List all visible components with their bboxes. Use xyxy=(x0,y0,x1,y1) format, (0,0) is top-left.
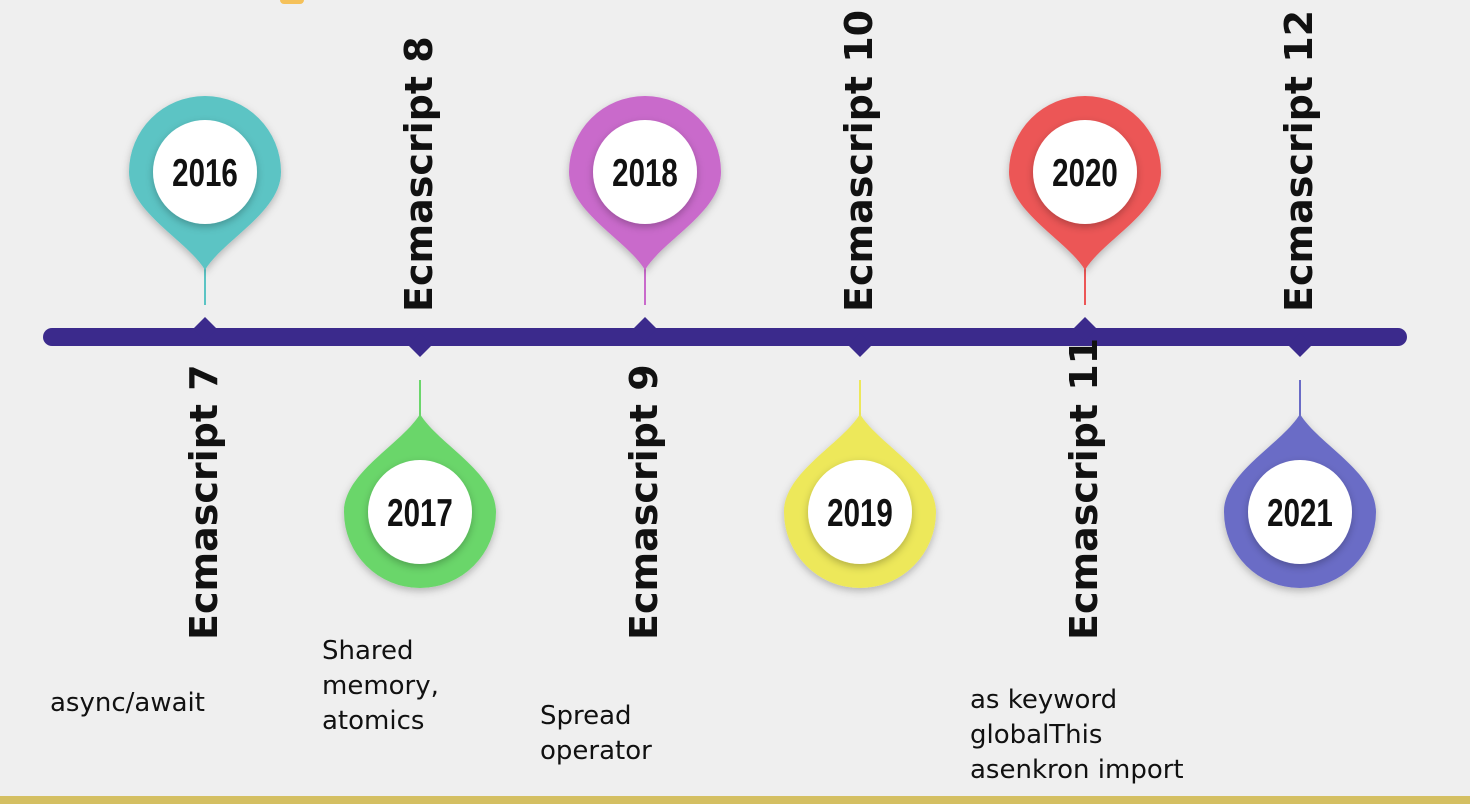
pin-inner-circle xyxy=(593,120,697,224)
milestone-description: Shared memory, atomics xyxy=(322,636,439,736)
timeline-marker xyxy=(848,333,872,357)
version-label: Ecmascript 7 xyxy=(182,364,226,640)
timeline-marker xyxy=(1288,333,1312,357)
year-label: 2021 xyxy=(1267,492,1333,535)
timeline-marker xyxy=(1073,317,1097,341)
pin-inner-circle xyxy=(808,460,912,564)
milestone-description: as keyword globalThis asenkron import xyxy=(970,685,1184,785)
top-accent-mark xyxy=(280,0,304,4)
year-label: 2018 xyxy=(612,152,678,195)
milestone-description: Spread operator xyxy=(540,701,652,766)
milestone-2021: 2021 xyxy=(1224,333,1376,588)
year-label: 2019 xyxy=(827,492,893,535)
milestone-description: async/await xyxy=(50,688,205,718)
milestone-2016: 2016 xyxy=(129,96,281,341)
version-label: Ecmascript 9 xyxy=(622,364,666,640)
pin-inner-circle xyxy=(368,460,472,564)
year-label: 2017 xyxy=(387,492,453,535)
timeline-marker xyxy=(633,317,657,341)
version-label: Ecmascript 8 xyxy=(397,36,441,312)
timeline-marker xyxy=(408,333,432,357)
bottom-accent-bar xyxy=(0,796,1470,804)
milestone-2018: 2018 xyxy=(569,96,721,341)
year-label: 2016 xyxy=(172,152,238,195)
milestone-2019: 2019 xyxy=(784,333,936,588)
timeline-marker xyxy=(193,317,217,341)
version-label: Ecmascript 10 xyxy=(837,9,881,312)
milestone-2020: 2020 xyxy=(1009,96,1161,341)
version-label: Ecmascript 11 xyxy=(1062,337,1106,640)
version-label: Ecmascript 12 xyxy=(1277,9,1321,312)
pin-inner-circle xyxy=(153,120,257,224)
milestone-2017: 2017 xyxy=(344,333,496,588)
pin-inner-circle xyxy=(1033,120,1137,224)
year-label: 2020 xyxy=(1052,152,1118,195)
pin-inner-circle xyxy=(1248,460,1352,564)
